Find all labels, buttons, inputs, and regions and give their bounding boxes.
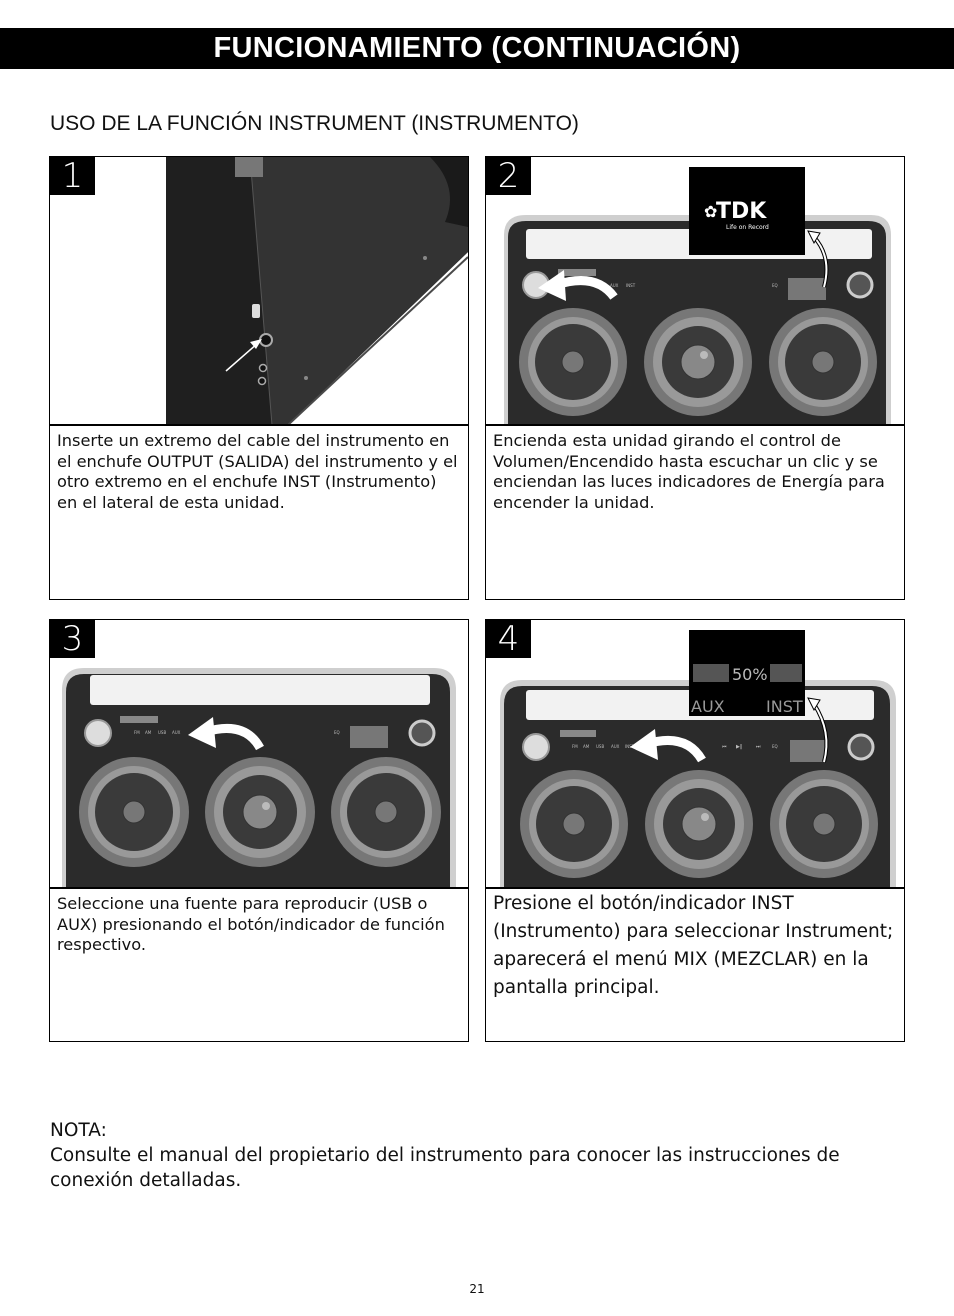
svg-text:EQ: EQ — [334, 730, 340, 735]
power-knob-icon — [847, 733, 875, 761]
power-knob-icon — [846, 271, 874, 299]
svg-text:FM: FM — [572, 744, 578, 749]
svg-text:▶‖: ▶‖ — [736, 744, 742, 750]
note-text: Consulte el manual del propietario del i… — [50, 1145, 840, 1191]
step-panel-1: 1 Inserte un extremo del cable del instr… — [49, 156, 469, 600]
p2-label-inst: INST — [626, 283, 636, 288]
speaker-left — [519, 308, 627, 416]
display-brand: TDK — [716, 199, 767, 224]
main-display — [788, 278, 826, 300]
svg-text:✿: ✿ — [704, 202, 717, 221]
mix-label-inst: INST — [766, 697, 803, 716]
note-label: NOTA: — [50, 1120, 107, 1141]
display-screen — [689, 167, 805, 255]
svg-text:AM: AM — [583, 744, 590, 749]
step-3-illustration: FM AM USB AUX EQ — [50, 620, 468, 888]
inst-jack-icon — [259, 333, 273, 347]
power-knob-icon — [408, 719, 436, 747]
note-block: NOTA: Consulte el manual del propietario… — [50, 1118, 910, 1193]
page-title-bar: FUNCIONAMIENTO (CONTINUACIÓN) — [0, 28, 954, 69]
volume-knob-icon — [84, 719, 112, 747]
step-panel-2: AUX INST EQ TD — [485, 156, 905, 600]
svg-text:INST: INST — [625, 744, 635, 749]
display-tagline: Life on Record — [726, 224, 769, 231]
step-2-caption: Encienda esta unidad girando el control … — [493, 431, 885, 512]
p2-label-eq: EQ — [772, 283, 778, 288]
volume-knob-icon — [522, 733, 550, 761]
page-title: FUNCIONAMIENTO (CONTINUACIÓN) — [213, 32, 741, 64]
step-number-4: 4 — [486, 620, 531, 658]
usb-port-icon — [252, 304, 260, 318]
svg-text:USB: USB — [158, 730, 166, 735]
svg-text:⏭: ⏭ — [756, 744, 761, 750]
mix-percent: 50% — [732, 665, 768, 684]
mix-label-aux: AUX — [691, 697, 725, 716]
step-4-illustration: FM AM USB AUX INST ⏮ ▶‖ ⏭ EQ — [486, 620, 904, 888]
speaker-center — [644, 308, 752, 416]
speaker-right — [769, 308, 877, 416]
page-number: 21 — [469, 1282, 485, 1296]
insert-arrow-icon — [225, 342, 259, 372]
main-display — [790, 740, 826, 762]
svg-text:FM: FM — [134, 730, 140, 735]
step-number-3: 3 — [50, 620, 95, 658]
section-heading: USO DE LA FUNCIÓN INSTRUMENT (INSTRUMENT… — [50, 112, 579, 135]
step-3-caption: Seleccione una fuente para reproducir (U… — [57, 894, 445, 954]
step-4-caption: Presione el botón/indicador INST (Instru… — [493, 893, 894, 998]
speaker-right — [770, 770, 878, 878]
svg-text:USB: USB — [596, 744, 604, 749]
svg-text:EQ: EQ — [772, 744, 778, 749]
main-display — [350, 726, 388, 748]
speaker-center — [645, 770, 753, 878]
speaker-center — [205, 757, 315, 867]
svg-text:AUX: AUX — [611, 744, 620, 749]
step-panel-4: FM AM USB AUX INST ⏮ ▶‖ ⏭ EQ — [485, 619, 905, 1042]
step-number-2: 2 — [486, 157, 531, 195]
p2-label-aux: AUX — [610, 283, 619, 288]
speaker-left — [79, 757, 189, 867]
step-1-illustration — [50, 157, 468, 425]
speaker-left — [520, 770, 628, 878]
step-1-caption: Inserte un extremo del cable del instrum… — [57, 431, 458, 512]
svg-text:AM: AM — [145, 730, 152, 735]
step-number-1: 1 — [50, 157, 95, 195]
speaker-right — [331, 757, 441, 867]
svg-text:⏮: ⏮ — [722, 744, 727, 750]
step-2-illustration: AUX INST EQ TD — [486, 157, 904, 425]
step-panel-3: FM AM USB AUX EQ 3 Se — [49, 619, 469, 1042]
svg-text:AUX: AUX — [172, 730, 181, 735]
